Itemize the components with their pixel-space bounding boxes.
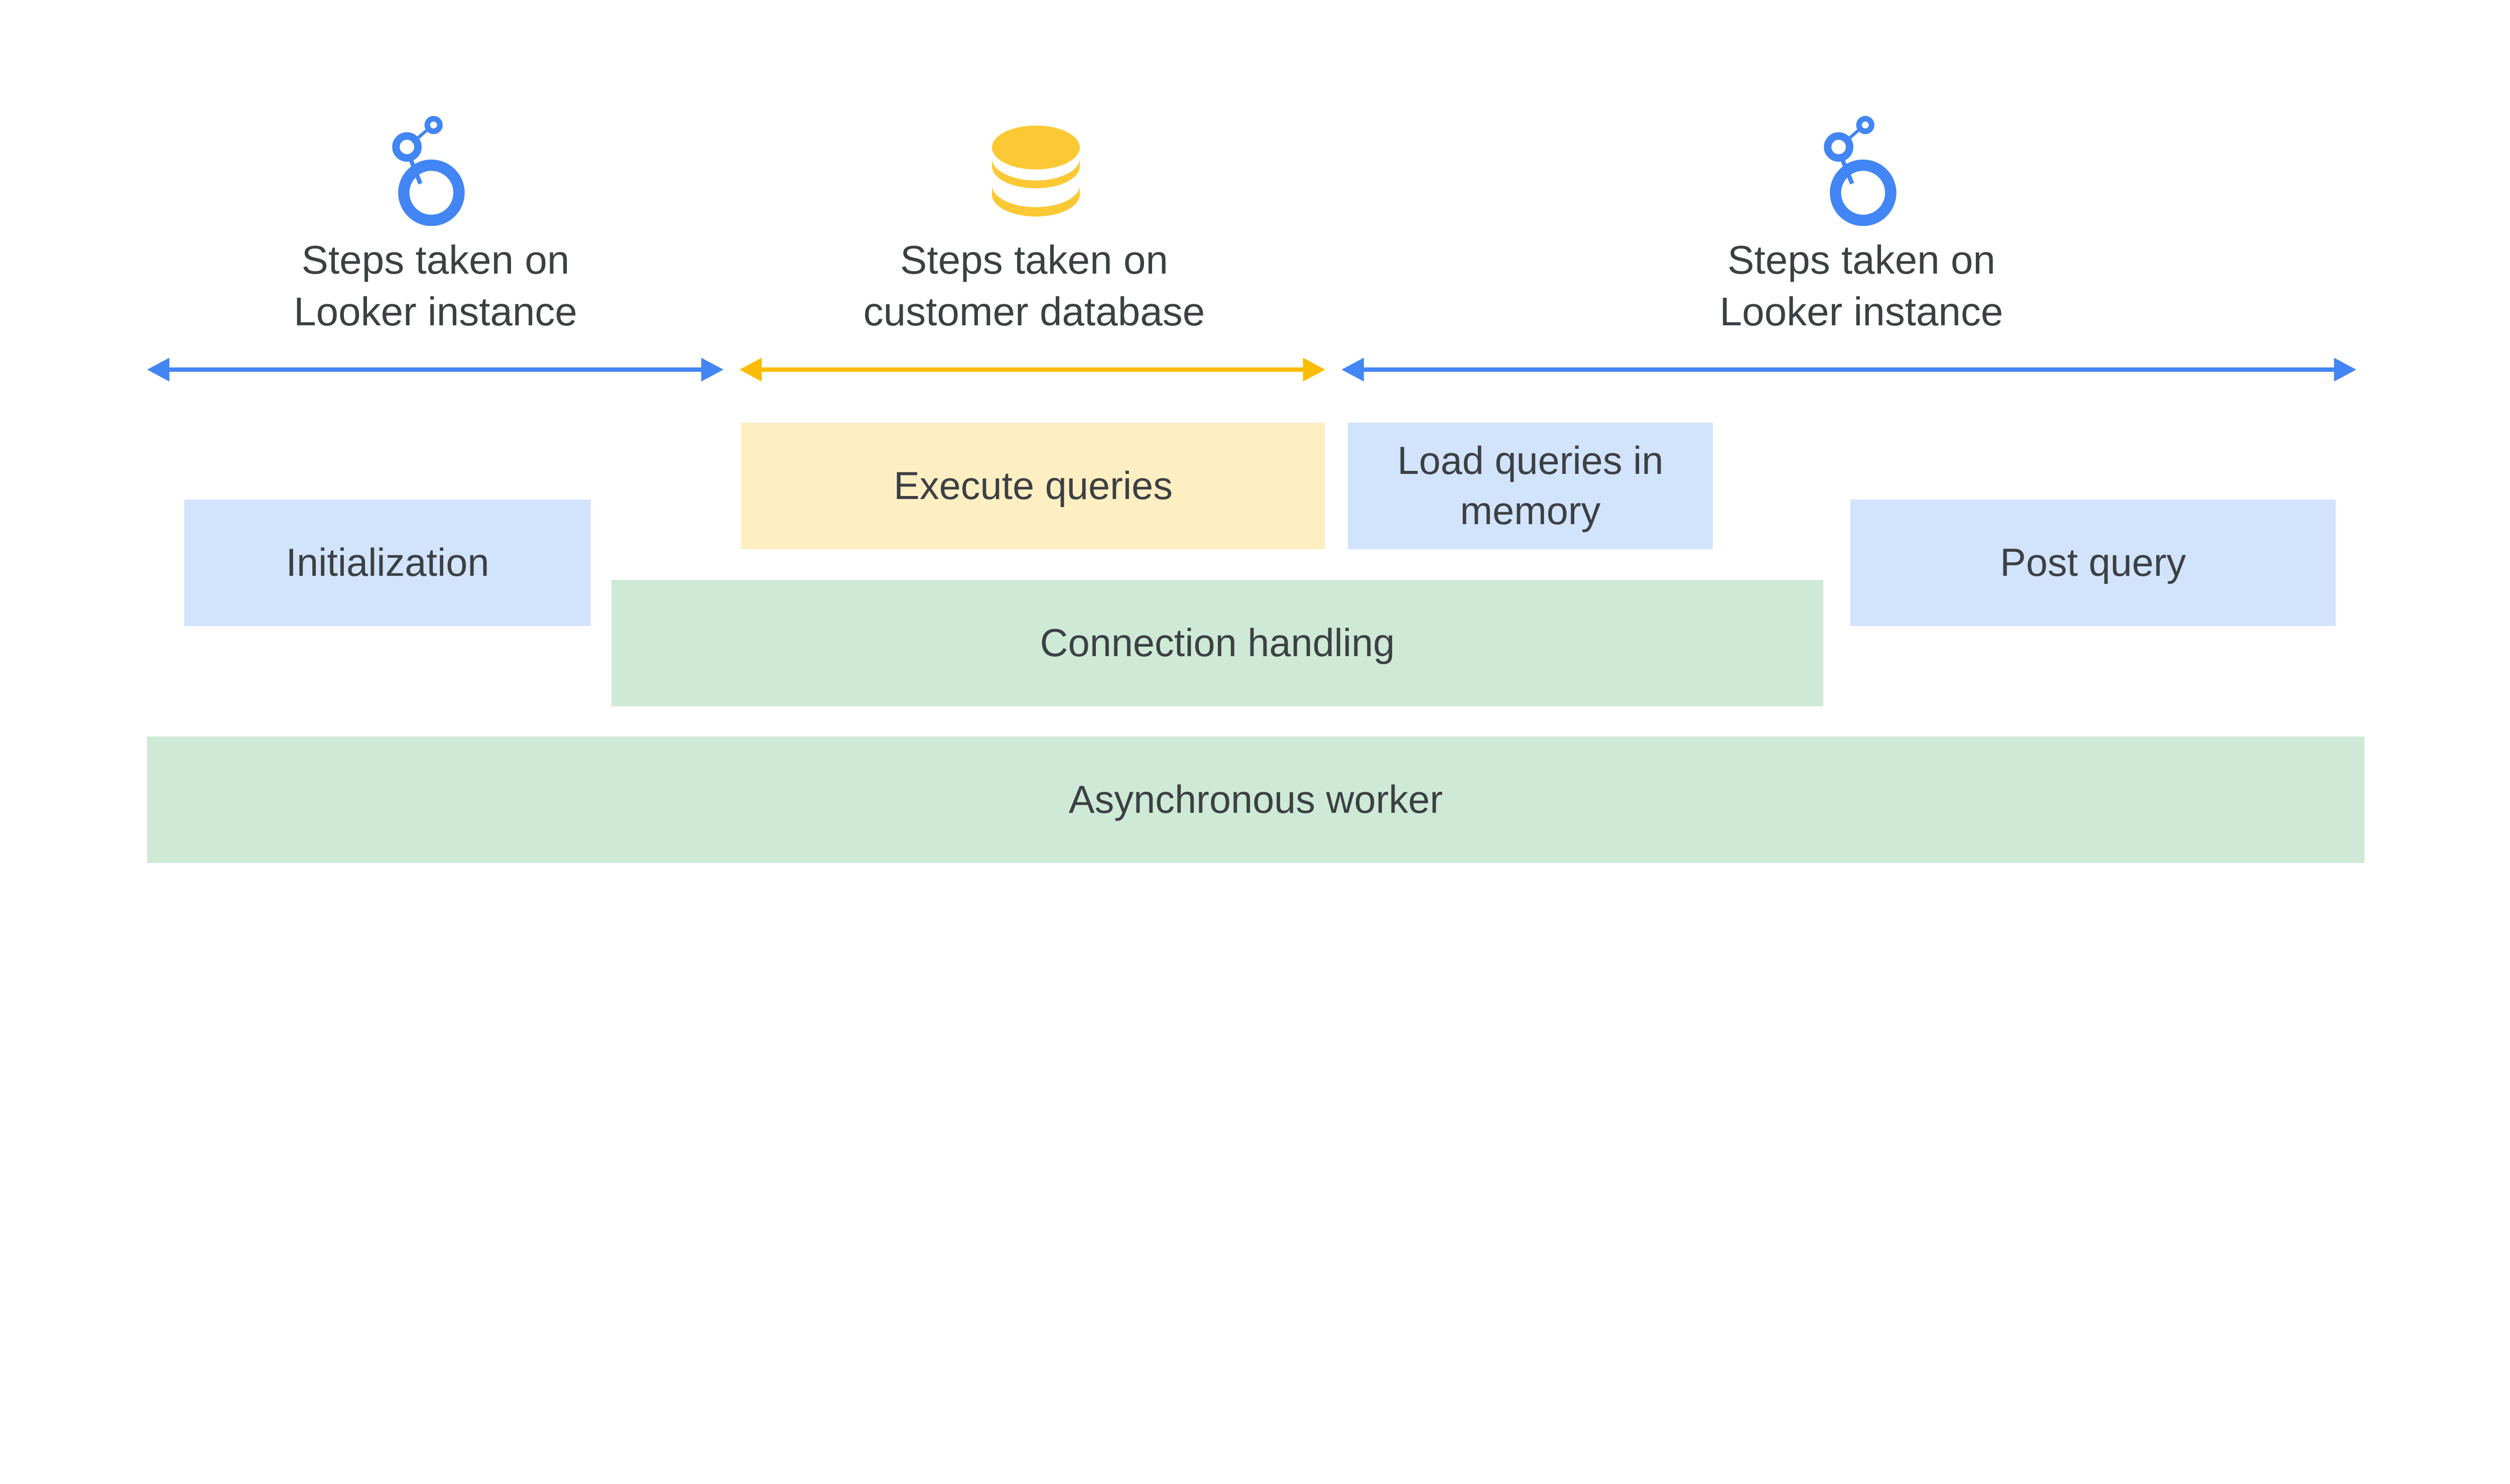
database-icon	[992, 126, 1080, 217]
section-heading-database: Steps taken on customer database	[815, 234, 1254, 337]
heading-line: Steps taken on	[301, 237, 570, 282]
connection-handling-box: Connection handling	[611, 579, 1823, 706]
arrows-layer	[147, 357, 2356, 382]
asynchronous-worker-label: Asynchronous worker	[1068, 778, 1443, 821]
section-heading-looker-1: Steps taken on Looker instance	[216, 234, 655, 337]
heading-line: customer database	[863, 289, 1205, 334]
double-arrow-looker-2	[1341, 357, 2356, 382]
initialization-label: Initialization	[286, 541, 489, 584]
execute-queries-label: Execute queries	[894, 464, 1173, 508]
heading-line: Looker instance	[294, 289, 577, 334]
double-arrow-database	[739, 357, 1325, 382]
looker-logo-icon	[1824, 115, 1897, 226]
heading-line: Steps taken on	[1727, 237, 1995, 282]
load-queries-label-line1: Load queries in	[1397, 439, 1664, 482]
heading-line: Looker instance	[1719, 289, 2003, 334]
diagram: Steps taken on Looker instance Steps tak…	[147, 115, 2364, 863]
section-heading-looker-2: Steps taken on Looker instance	[1642, 234, 2081, 337]
looker-logo-icon	[392, 115, 465, 226]
load-queries-box: Load queries in memory	[1348, 423, 1713, 549]
load-queries-label-line2: memory	[1460, 489, 1601, 533]
double-arrow-looker-1	[147, 357, 724, 382]
post-query-box: Post query	[1850, 500, 2336, 626]
asynchronous-worker-box: Asynchronous worker	[147, 736, 2364, 863]
heading-line: Steps taken on	[900, 237, 1168, 282]
connection-handling-label: Connection handling	[1040, 621, 1395, 665]
execute-queries-box: Execute queries	[741, 423, 1325, 549]
initialization-box: Initialization	[184, 500, 591, 626]
post-query-label: Post query	[2000, 541, 2186, 584]
